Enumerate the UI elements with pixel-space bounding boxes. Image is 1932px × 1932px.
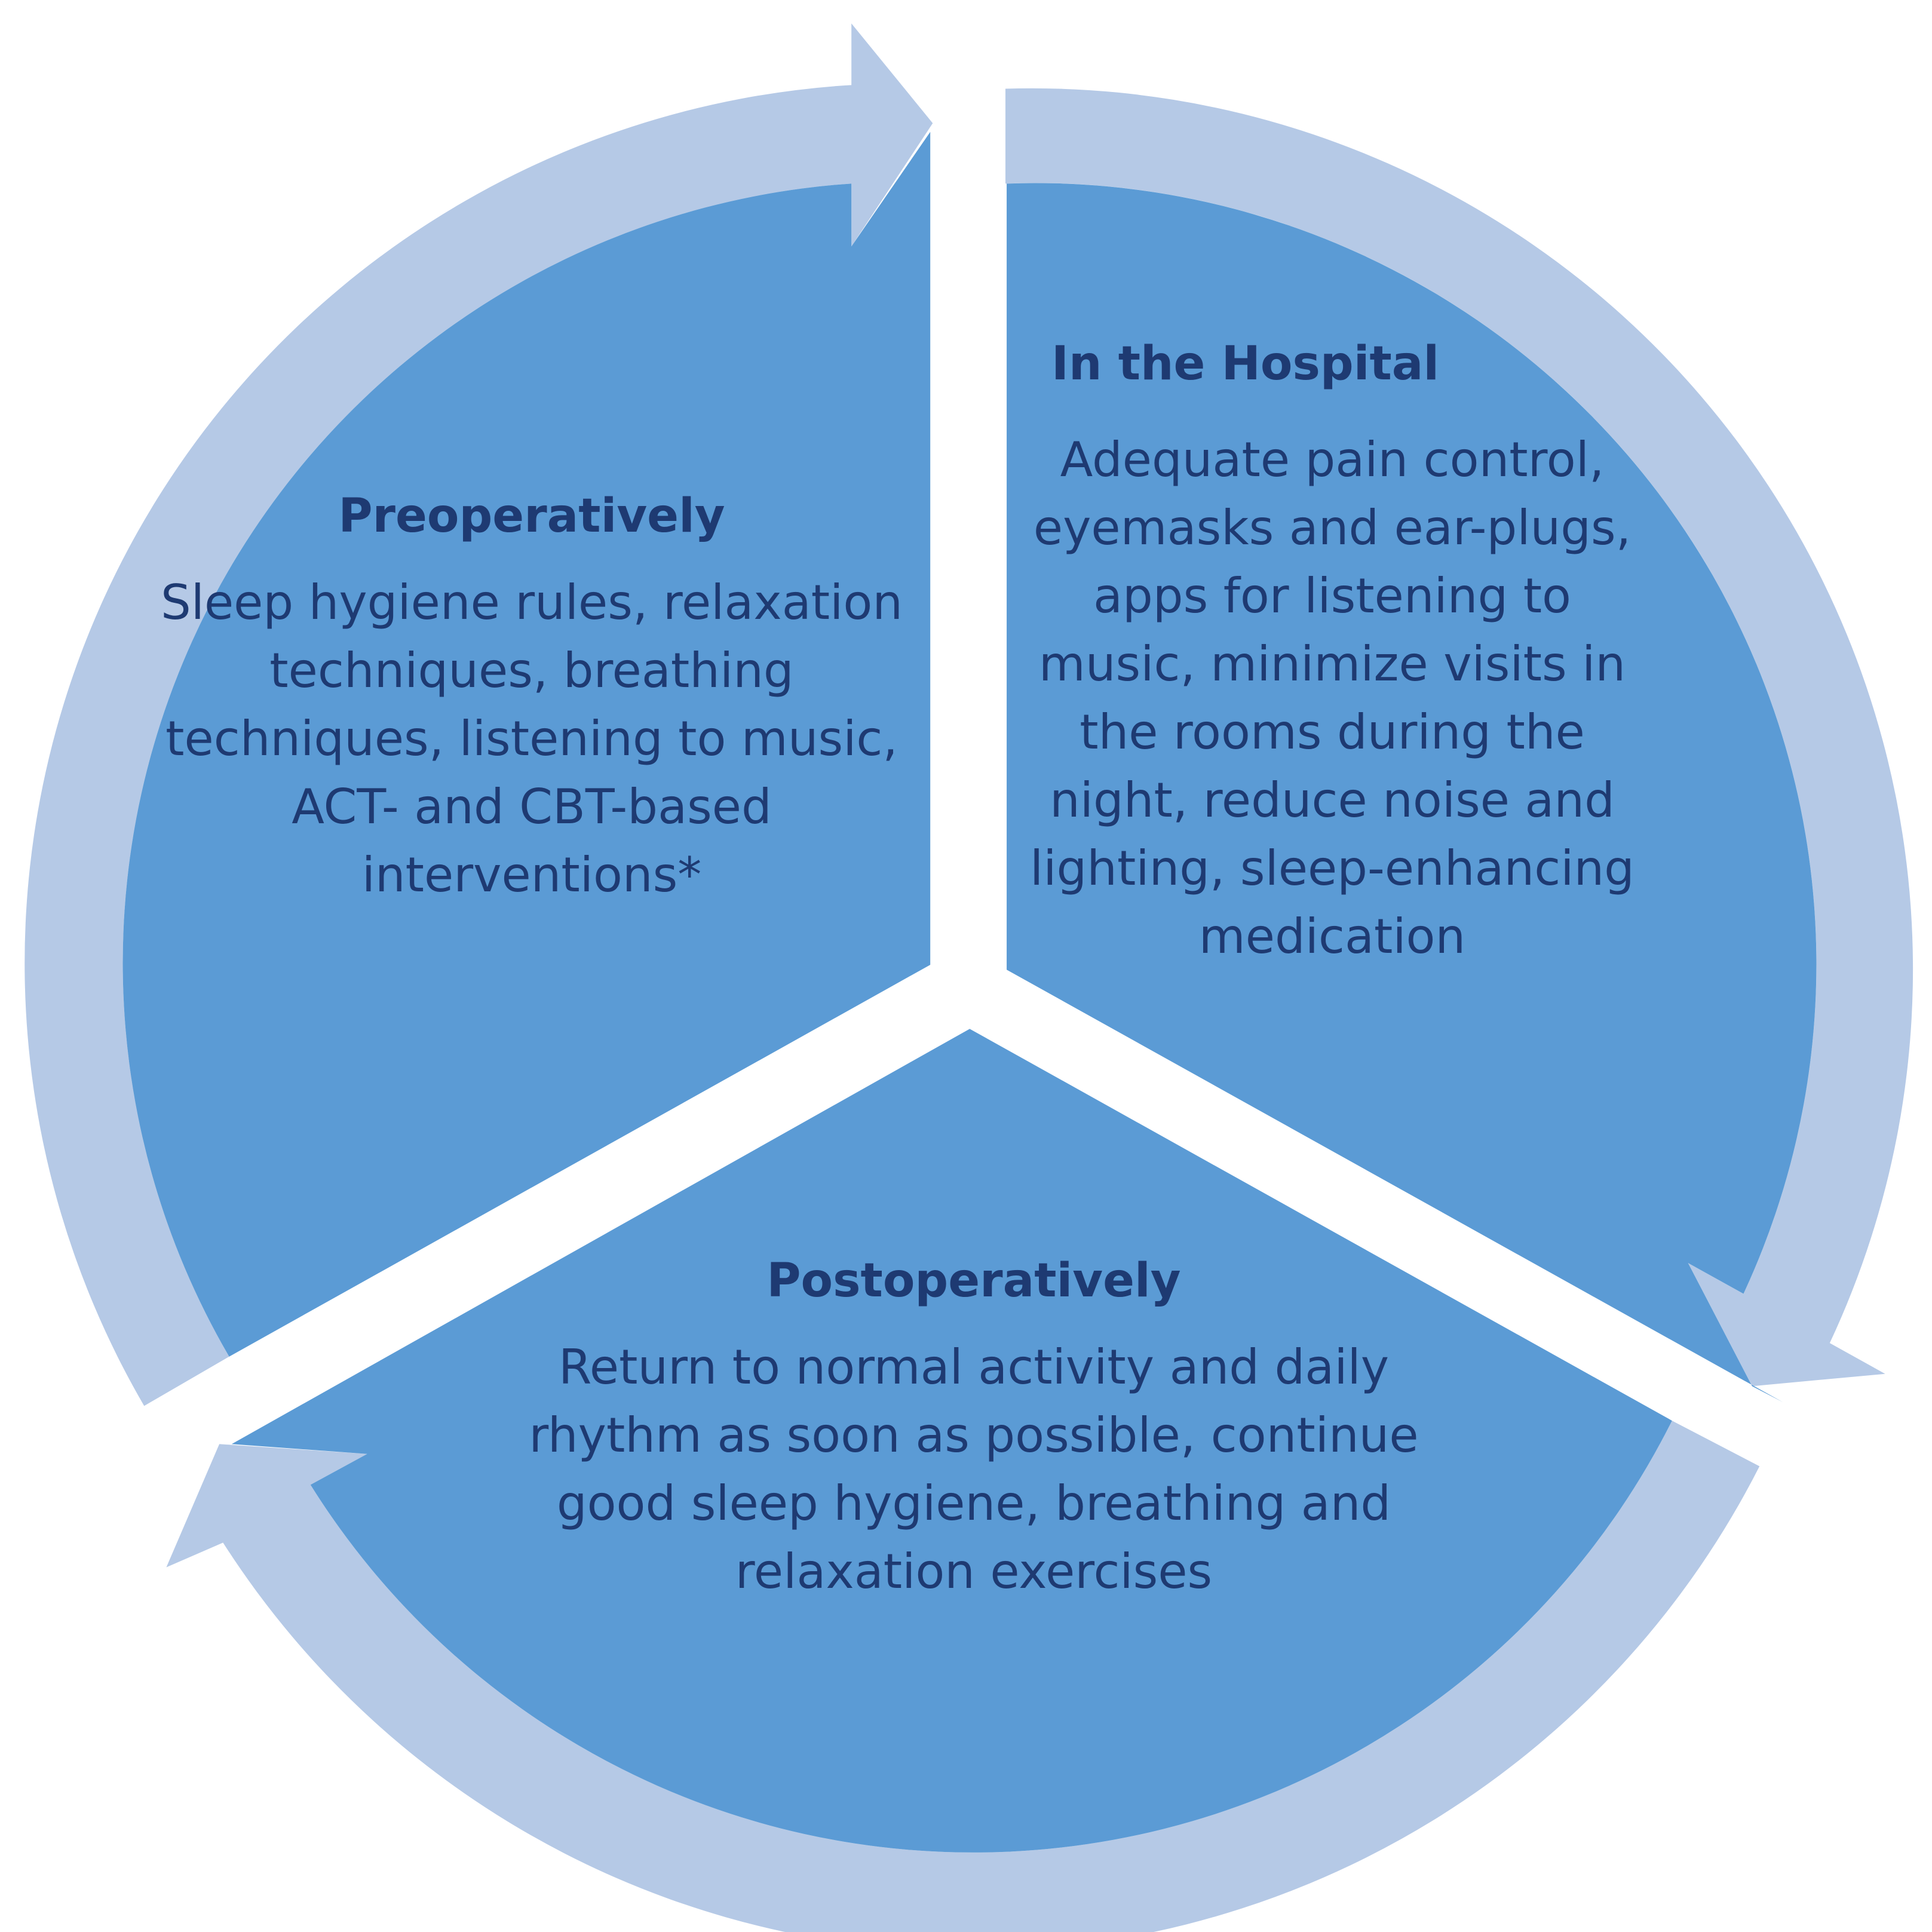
preoperative-text-block: Preoperatively Sleep hygiene rules, rela… — [149, 489, 914, 909]
arrow-hospital-to-postoperative — [1005, 88, 1913, 1387]
segment-postoperative — [231, 1029, 1672, 1853]
postoperative-title: Postoperatively — [766, 1254, 1181, 1308]
hospital-description: Adequate pain control, eyemasks and ear-… — [1030, 431, 1634, 964]
hospital-text-block: In the Hospital Adequate pain control, e… — [1010, 337, 1655, 971]
arrow-postoperative-to-preoperative — [166, 1421, 1760, 1932]
segment-preoperative — [122, 131, 931, 1357]
arrow-preoperative-to-hospital — [24, 23, 933, 1406]
postoperative-text-block: Postoperatively Return to normal activit… — [505, 1254, 1443, 1606]
hospital-title: In the Hospital — [1051, 337, 1440, 391]
segment-hospital — [1007, 183, 1817, 1403]
preoperative-description: Sleep hygiene rules, relaxation techniqu… — [160, 574, 903, 903]
postoperative-description: Return to normal activity and daily rhyt… — [529, 1339, 1419, 1599]
preoperative-title: Preoperatively — [338, 489, 725, 543]
